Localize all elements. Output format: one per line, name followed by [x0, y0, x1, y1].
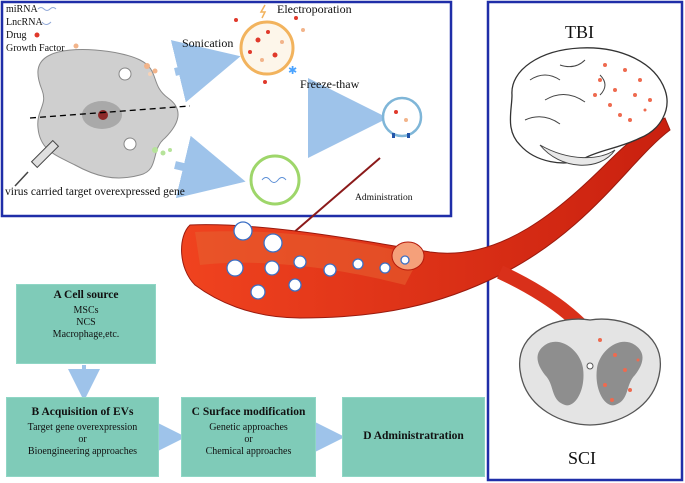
drug-glyph — [34, 32, 40, 38]
vessel-lumen — [195, 231, 420, 285]
step-b-line-2: or — [78, 434, 87, 445]
lightning-icon — [259, 4, 267, 19]
entry-ev-2 — [263, 233, 283, 253]
label-sonication: Sonication — [182, 36, 234, 50]
label-freeze-thaw: Freeze-thaw — [300, 77, 360, 91]
step-d-administration: D Administratration — [342, 397, 485, 477]
step-c-surface-modification: C Surface modification Genetic approache… — [181, 397, 316, 477]
blood-vessel — [181, 117, 671, 319]
loaded-ev — [381, 96, 423, 138]
mirna-glyph — [37, 7, 57, 11]
growth-factor-glyph — [73, 43, 79, 49]
label-tbi: TBI — [565, 22, 594, 42]
legend-mirna: miRNA — [6, 4, 38, 15]
legend-lncrna: LncRNA — [6, 17, 43, 28]
arrow-to-sonication — [170, 40, 241, 103]
rna-vesicle — [249, 154, 301, 206]
label-virus-gene: virus carried target overexpressed gene — [5, 186, 185, 198]
step-b-line-3: Bioengineering approaches — [27, 446, 138, 457]
legend-growth-factor: Growth Factor — [6, 43, 65, 54]
vessel-evs — [226, 255, 410, 300]
pointer-line — [284, 157, 381, 241]
step-a-line-2: NCS — [76, 317, 96, 328]
step-a-line-1: MSCs — [73, 305, 99, 316]
spinal-cord-illustration — [519, 318, 661, 426]
step-b-acquisition: B Acquisition of EVs Target gene overexp… — [6, 397, 159, 477]
lncrna-glyph — [41, 21, 52, 25]
arrow-to-vesicle — [174, 135, 246, 199]
step-a-title: A Cell source — [53, 289, 119, 301]
top-panel-frame — [0, 0, 453, 218]
cell-cut-line — [29, 105, 191, 119]
step-d-title: D Administratration — [363, 430, 464, 442]
vesicle-1 — [118, 67, 132, 81]
right-panel-frame — [486, 0, 684, 482]
vesicle-2 — [123, 137, 137, 151]
step-b-title: B Acquisition of EVs — [31, 406, 134, 418]
step-c-line-3: Chemical approaches — [205, 446, 292, 457]
nucleolus — [98, 110, 108, 120]
loading-exosome — [239, 20, 295, 76]
label-administration: Administration — [355, 193, 413, 203]
step-b-line-1: Target gene overexpression — [27, 422, 138, 433]
entry-ev-1 — [233, 221, 253, 241]
brain-illustration — [509, 47, 668, 166]
syringe-icon — [14, 139, 60, 187]
legend-drug: Drug — [6, 30, 27, 41]
step-a-line-3: Macrophage,etc. — [52, 329, 120, 340]
step-c-title: C Surface modification — [191, 406, 306, 418]
label-sci: SCI — [568, 448, 597, 468]
vessel-opening — [391, 241, 425, 271]
step-c-line-1: Genetic approaches — [209, 422, 288, 433]
step-a-cell-source: A Cell source MSCs NCS Macrophage,etc. — [16, 284, 156, 364]
label-electroporation: Electroporation — [277, 2, 352, 16]
snowflake-icon: ✱ — [288, 65, 297, 77]
step-c-line-2: or — [244, 434, 253, 445]
